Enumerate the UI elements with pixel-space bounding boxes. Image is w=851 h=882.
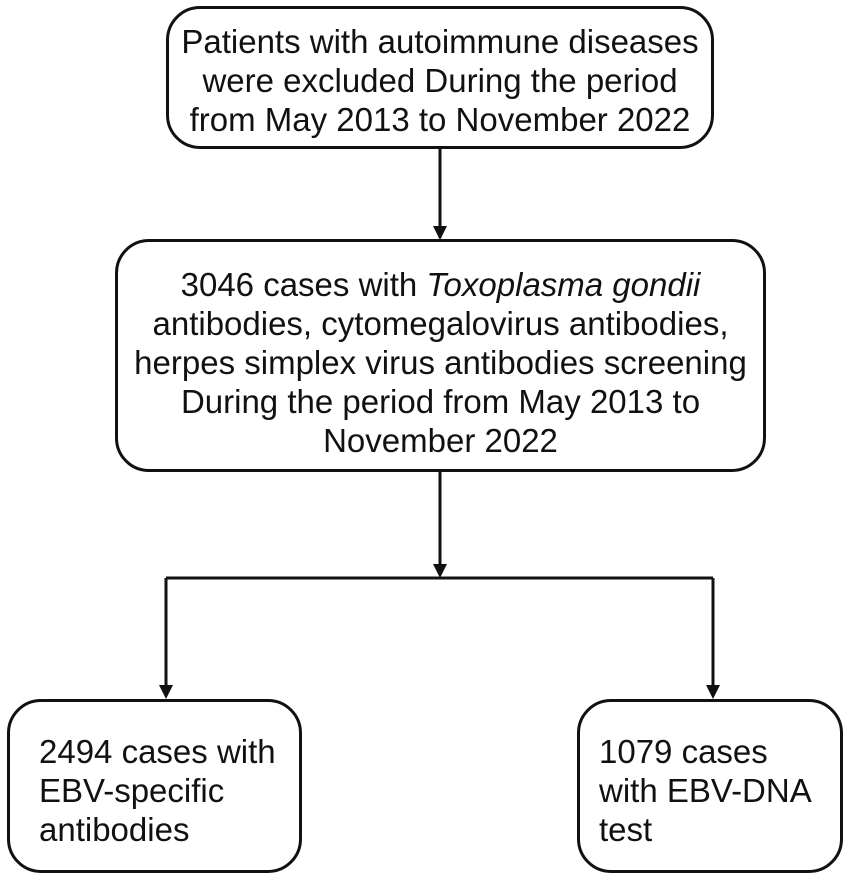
node-text-line: November 2022: [323, 422, 558, 459]
node-text-line: antibodies: [39, 811, 190, 848]
node-text-line: 1079 cases: [599, 733, 768, 770]
node-screening-cases: 3046 cases with Toxoplasma gondii antibo…: [115, 239, 766, 472]
node-exclusion-criteria: Patients with autoimmune diseases were e…: [166, 6, 714, 149]
node-text-prefix: 3046 cases with: [180, 266, 427, 303]
node-text-italic-organism: Toxoplasma gondii: [426, 266, 701, 303]
node-text-line: During the period from May 2013 to: [180, 383, 701, 420]
node-text-line: Patients with autoimmune diseases: [181, 23, 699, 60]
node-text-line: antibodies, cytomegalovirus antibodies,: [152, 305, 729, 342]
node-text-line: 3046 cases with Toxoplasma gondii: [118, 265, 763, 304]
node-text-line: EBV-specific: [39, 772, 225, 809]
arrowhead-right-box: [706, 685, 720, 699]
node-text-line: with EBV-DNA: [599, 772, 812, 809]
node-text-line: 2494 cases with: [39, 733, 276, 770]
node-text-line: were excluded During the period: [202, 62, 678, 99]
arrowhead-left-box: [159, 685, 173, 699]
arrowhead-middle-branch: [433, 564, 447, 578]
node-text-line: herpes simplex virus antibodies screenin…: [134, 344, 747, 381]
node-text-line: from May 2013 to November 2022: [189, 101, 691, 138]
node-text-line: test: [599, 811, 653, 848]
node-ebv-dna-test: 1079 cases with EBV-DNA test: [577, 699, 843, 873]
node-ebv-antibodies: 2494 cases with EBV-specific antibodies: [7, 699, 302, 873]
arrowhead-top-to-middle: [433, 226, 447, 240]
